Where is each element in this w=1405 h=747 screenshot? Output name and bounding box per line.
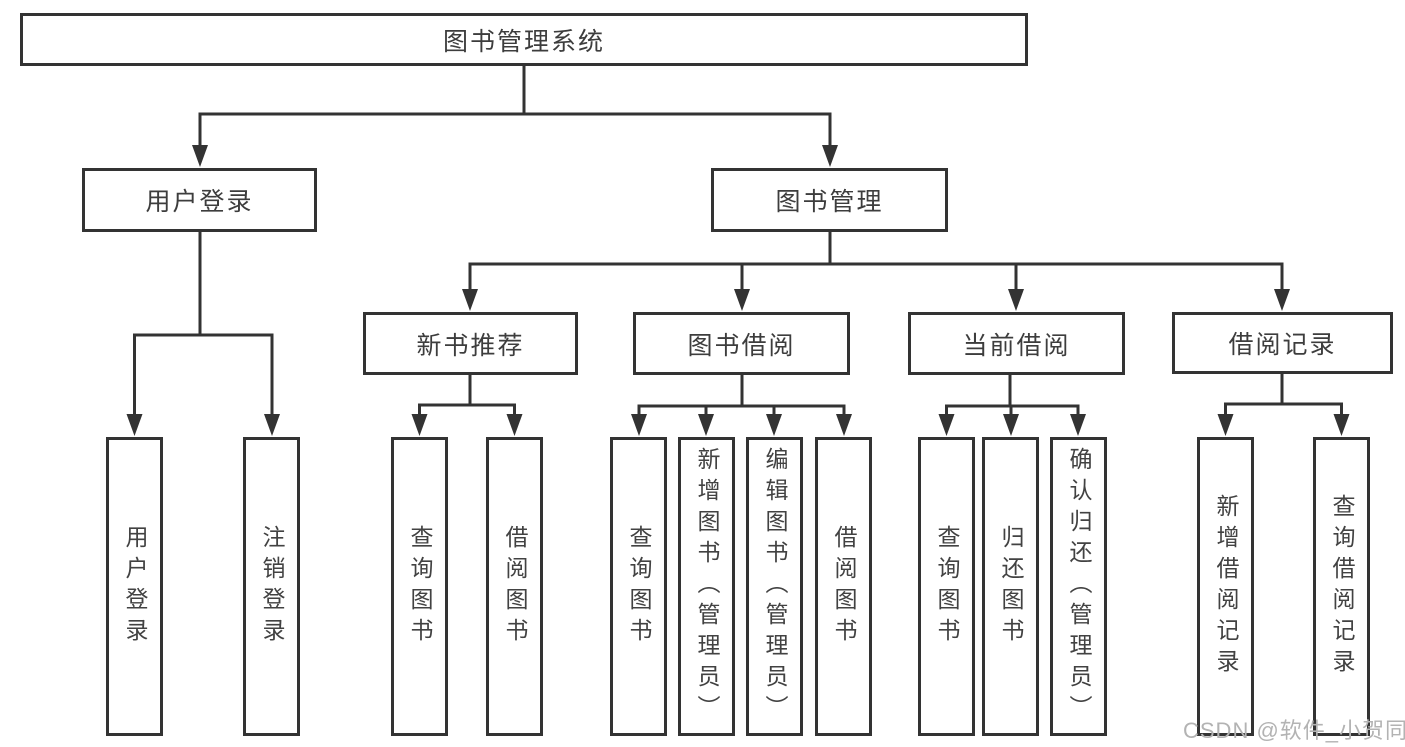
node-user-login: 用户登录 [82,168,317,232]
leaf-logout: 注销登录 [243,437,300,736]
leaf-borrow-books: 借阅图书 [815,437,872,736]
leaf-query-books-current: 查询图书 [918,437,975,736]
leaf-add-books-admin: 新增图书（管理员） [678,437,735,736]
node-root-library-management-system: 图书管理系统 [20,13,1028,66]
leaf-confirm-return-admin: 确认归还（管理员） [1050,437,1107,736]
leaf-query-borrow-record: 查询借阅记录 [1313,437,1370,736]
connector-lines [133,64,1343,421]
node-book-borrowing: 图书借阅 [633,312,850,375]
node-current-borrowing: 当前借阅 [908,312,1125,375]
leaf-return-books: 归还图书 [982,437,1039,736]
leaf-query-books-borrowing: 查询图书 [610,437,667,736]
csdn-watermark: CSDN @软件_小贺同学 [1183,718,1405,743]
arrowheads [126,145,1350,436]
node-borrowing-records: 借阅记录 [1172,312,1393,374]
leaf-add-borrow-record: 新增借阅记录 [1197,437,1254,736]
node-new-book-recommendation: 新书推荐 [363,312,578,375]
leaf-query-books-recommend: 查询图书 [391,437,448,736]
leaf-edit-books-admin: 编辑图书（管理员） [746,437,803,736]
leaf-user-login: 用户登录 [106,437,163,736]
node-book-management: 图书管理 [711,168,948,232]
leaf-borrow-books-recommend: 借阅图书 [486,437,543,736]
